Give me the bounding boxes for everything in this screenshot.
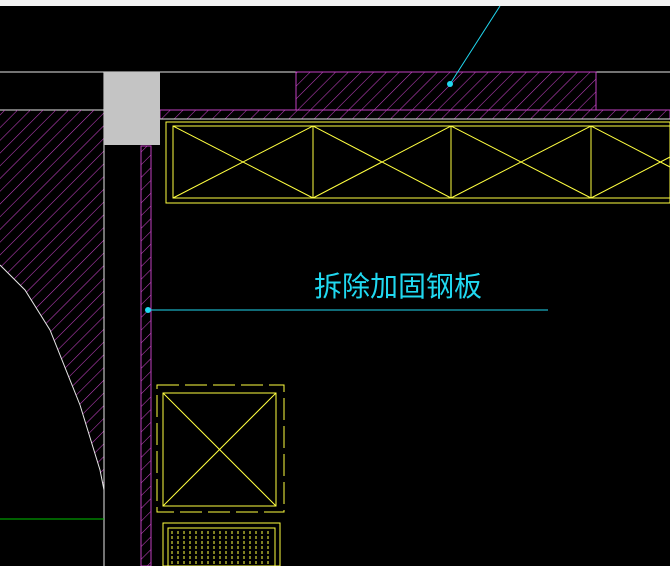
leader-annotation [145, 307, 548, 313]
left-hatched-region [0, 110, 105, 491]
yellow-truss [165, 121, 670, 204]
gray-column-block [104, 72, 160, 145]
column-lines [103, 72, 152, 566]
yellow-grating [162, 522, 281, 566]
yellow-column-box [156, 384, 285, 513]
annotation-label: 拆除加固钢板 [314, 270, 482, 303]
window-top-bar [0, 0, 670, 6]
top-hatched-plate [295, 71, 597, 111]
leader-top [447, 6, 501, 87]
beam-hatched-strip [159, 109, 670, 120]
cad-drawing-canvas[interactable]: 拆除加固钢板 [0, 6, 670, 566]
